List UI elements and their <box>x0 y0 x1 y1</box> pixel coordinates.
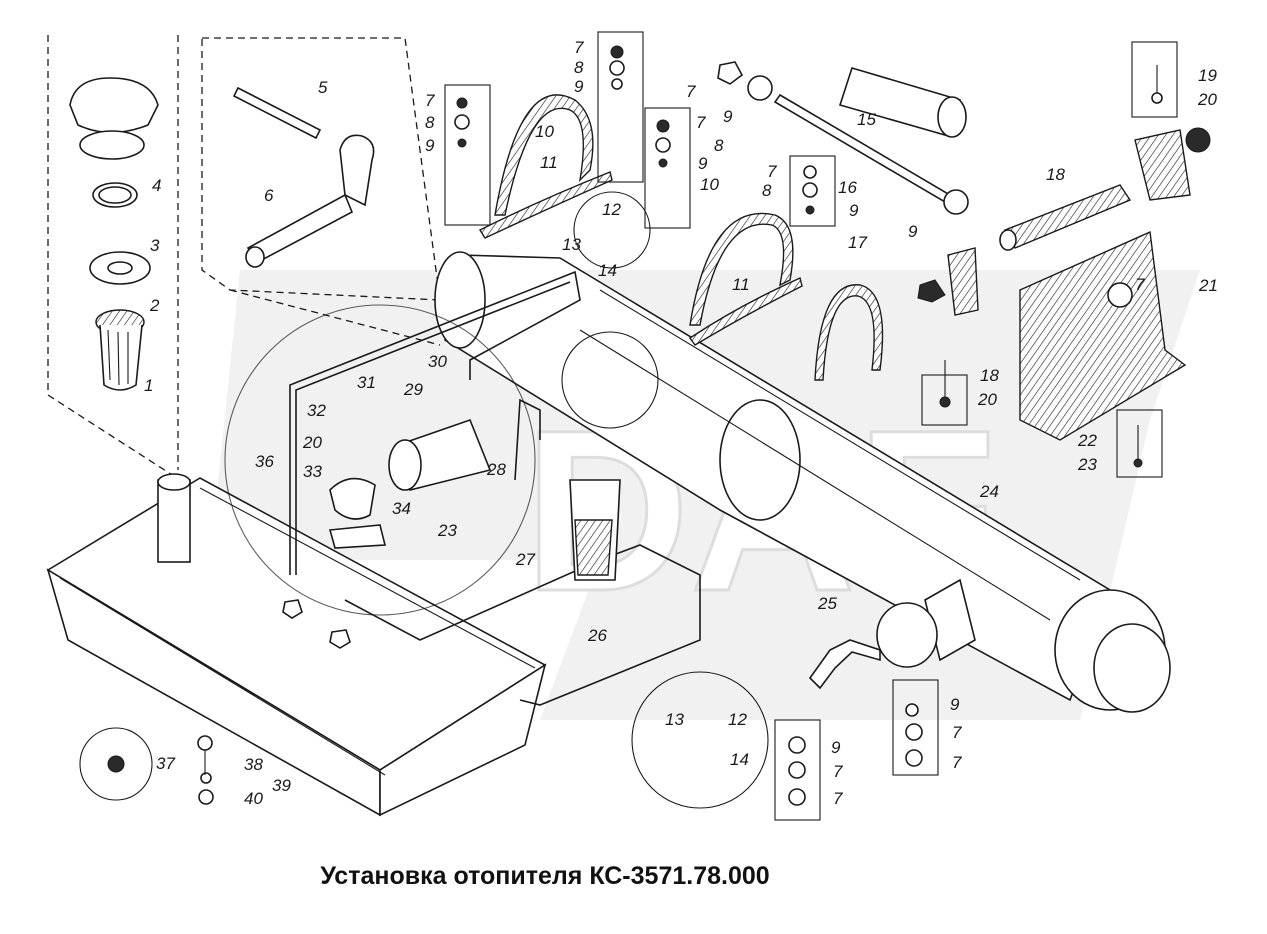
callout-8a: 8 <box>425 113 435 132</box>
callout-19: 19 <box>1198 66 1217 85</box>
callout-8c: 8 <box>714 136 724 155</box>
callout-18a: 18 <box>1046 165 1065 184</box>
callout-2: 2 <box>149 296 160 315</box>
callout-6: 6 <box>264 186 274 205</box>
callout-40: 40 <box>244 789 263 808</box>
filler-cap-group <box>69 77 159 391</box>
callout-1: 1 <box>144 376 153 395</box>
callout-38: 38 <box>244 755 263 774</box>
callout-9c: 9 <box>698 154 708 173</box>
callout-7c: 7 <box>696 113 706 132</box>
pipe-lines <box>289 270 701 706</box>
callout-23a: 23 <box>1077 455 1097 474</box>
diagram-caption: Установка отопителя КС-3571.78.000 <box>320 862 770 890</box>
callout-9h: 9 <box>831 738 841 757</box>
callout-3: 3 <box>150 236 160 255</box>
mounting-bracket <box>917 127 1211 441</box>
dashed-group-frames <box>47 35 441 481</box>
callout-11b: 11 <box>732 275 750 294</box>
callout-7i: 7 <box>833 762 843 781</box>
callout-25: 25 <box>817 594 837 613</box>
callout-15: 15 <box>857 110 876 129</box>
callout-22: 22 <box>1077 431 1097 450</box>
straps <box>478 94 884 381</box>
callout-9f: 9 <box>908 222 918 241</box>
callout-13b: 13 <box>665 710 684 729</box>
callout-31: 31 <box>357 373 376 392</box>
callout-29: 29 <box>403 380 423 399</box>
pump-and-heater-units <box>328 418 621 581</box>
callout-9a: 9 <box>425 136 435 155</box>
callout-33: 33 <box>303 462 322 481</box>
callout-14a: 14 <box>598 261 617 280</box>
callout-24: 24 <box>979 482 999 501</box>
callout-20a: 20 <box>1197 90 1217 109</box>
detail-circles <box>79 191 769 809</box>
callout-labels: 1 2 3 4 5 6 7 8 9 7 8 9 7 8 9 7 9 7 8 9 … <box>144 38 1218 808</box>
heater-body <box>434 251 1171 713</box>
callout-7h: 7 <box>952 753 962 772</box>
callout-39: 39 <box>272 776 291 795</box>
callout-13a: 13 <box>562 235 581 254</box>
callout-5: 5 <box>318 78 328 97</box>
callout-10a: 10 <box>535 122 554 141</box>
callout-12a: 12 <box>602 200 621 219</box>
fuel-tank <box>46 473 547 817</box>
callout-9d: 9 <box>723 107 733 126</box>
callout-32: 32 <box>307 401 326 420</box>
callout-10b: 10 <box>700 175 719 194</box>
callout-26: 26 <box>587 626 607 645</box>
callout-23b: 23 <box>437 521 457 540</box>
callout-34: 34 <box>392 499 411 518</box>
callout-8b: 8 <box>574 58 584 77</box>
callout-20b: 20 <box>977 390 997 409</box>
callout-27: 27 <box>515 550 535 569</box>
callout-14b: 14 <box>730 750 749 769</box>
callout-36: 36 <box>255 452 274 471</box>
callout-7d: 7 <box>686 82 696 101</box>
callout-21: 21 <box>1198 276 1218 295</box>
callout-16: 16 <box>838 178 857 197</box>
callout-28: 28 <box>486 460 506 479</box>
callout-7j: 7 <box>833 789 843 808</box>
callout-9b: 9 <box>574 77 584 96</box>
callout-7f: 7 <box>1135 275 1145 294</box>
callout-20c: 20 <box>302 433 322 452</box>
callout-9e: 9 <box>849 201 859 220</box>
callout-9g: 9 <box>950 695 960 714</box>
callout-30: 30 <box>428 352 447 371</box>
callout-11a: 11 <box>540 153 558 172</box>
callout-7e: 7 <box>767 162 777 181</box>
callout-4: 4 <box>152 176 161 195</box>
callout-37: 37 <box>156 754 175 773</box>
fastener-stacks <box>197 31 1178 821</box>
rods-and-sleeves <box>747 67 1132 251</box>
callout-12b: 12 <box>728 710 747 729</box>
bracket-25 <box>808 639 881 690</box>
callout-17: 17 <box>848 233 867 252</box>
callout-7g: 7 <box>952 723 962 742</box>
callout-7b: 7 <box>574 38 584 57</box>
callout-7a: 7 <box>425 91 435 110</box>
pipe-group-5-6 <box>232 86 375 268</box>
callout-8e: 8 <box>762 181 772 200</box>
callout-18b: 18 <box>980 366 999 385</box>
